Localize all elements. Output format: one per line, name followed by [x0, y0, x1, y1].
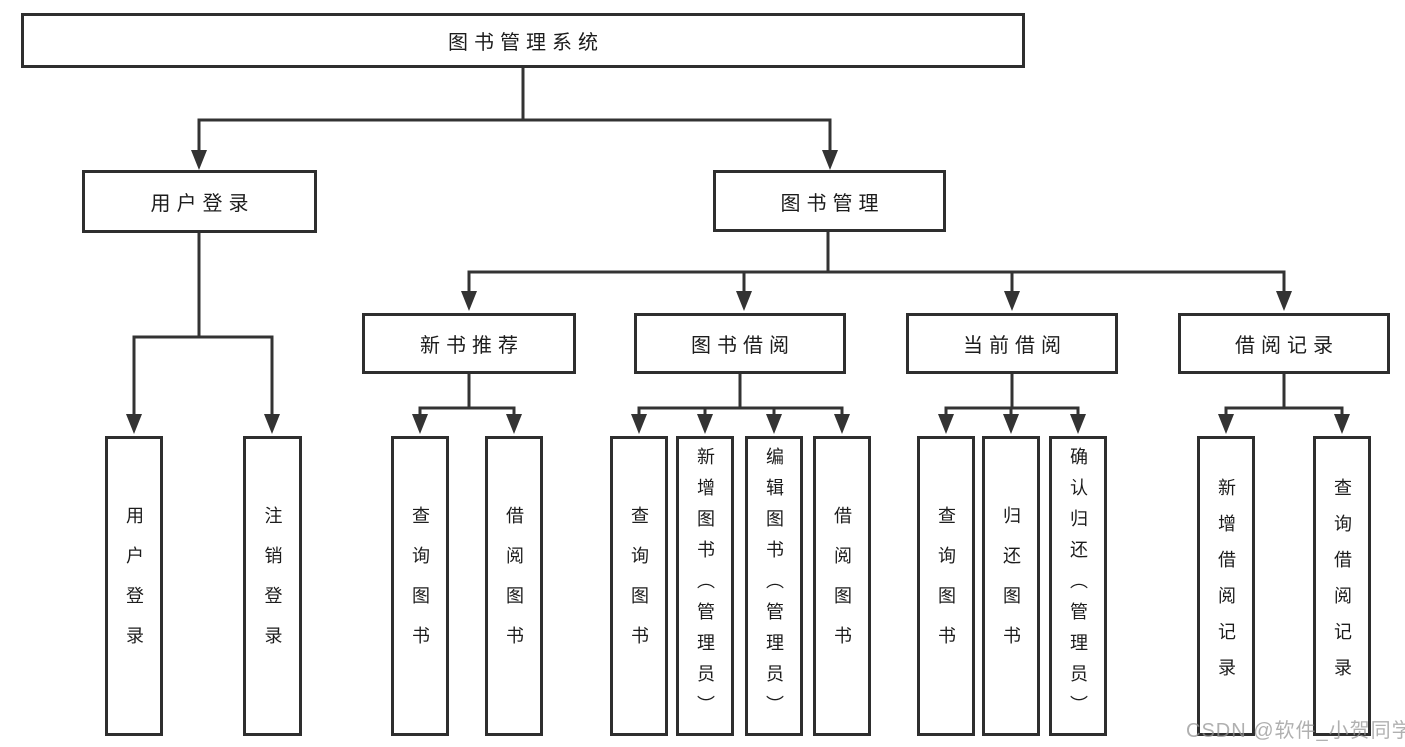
node-label: 借阅图书 [832, 506, 852, 666]
node-label: 图书管理系统 [448, 32, 604, 54]
node-book-management: 图书管理 [713, 170, 946, 232]
node-label: 查询图书 [936, 506, 956, 666]
node-label: 借阅图书 [504, 506, 524, 666]
node-label: 当前借阅 [963, 335, 1067, 357]
leaf-borrow-books-borrow: 借阅图书 [813, 436, 871, 736]
leaf-query-books-recommend: 查询图书 [391, 436, 449, 736]
leaf-confirm-return-admin: 确认归还（管理员） [1049, 436, 1107, 736]
node-library-management-system: 图书管理系统 [21, 13, 1025, 68]
node-user-login: 用户登录 [82, 170, 317, 233]
leaf-query-books-borrow: 查询图书 [610, 436, 668, 736]
node-label: 新增借阅记录 [1216, 478, 1236, 694]
node-label: 查询借阅记录 [1332, 478, 1352, 694]
node-label: 确认归还（管理员） [1068, 446, 1088, 726]
node-label: 图书借阅 [691, 335, 795, 357]
leaf-query-books-current: 查询图书 [917, 436, 975, 736]
node-label: 编辑图书（管理员） [764, 446, 784, 726]
leaf-user-login: 用户登录 [105, 436, 163, 736]
node-label: 查询图书 [629, 506, 649, 666]
leaf-query-borrow-record: 查询借阅记录 [1313, 436, 1371, 736]
node-label: 查询图书 [410, 506, 430, 666]
node-borrow-records: 借阅记录 [1178, 313, 1390, 374]
leaf-return-book: 归还图书 [982, 436, 1040, 736]
node-new-book-recommend: 新书推荐 [362, 313, 576, 374]
leaf-logout: 注销登录 [243, 436, 302, 736]
csdn-watermark: CSDN @软件_小贺同学 [1186, 720, 1405, 742]
leaf-add-book-admin: 新增图书（管理员） [676, 436, 734, 736]
node-label: 新书推荐 [420, 335, 524, 357]
leaf-borrow-books-recommend: 借阅图书 [485, 436, 543, 736]
node-label: 用户登录 [150, 193, 255, 215]
node-label: 注销登录 [262, 506, 283, 666]
leaf-edit-book-admin: 编辑图书（管理员） [745, 436, 803, 736]
node-label: 图书管理 [780, 192, 885, 215]
leaf-add-borrow-record: 新增借阅记录 [1197, 436, 1255, 736]
node-label: 归还图书 [1001, 506, 1021, 666]
node-label: 借阅记录 [1235, 335, 1339, 357]
node-current-borrow: 当前借阅 [906, 313, 1118, 374]
node-label: 新增图书（管理员） [695, 446, 715, 726]
node-label: 用户登录 [124, 506, 144, 666]
node-book-borrow: 图书借阅 [634, 313, 846, 374]
